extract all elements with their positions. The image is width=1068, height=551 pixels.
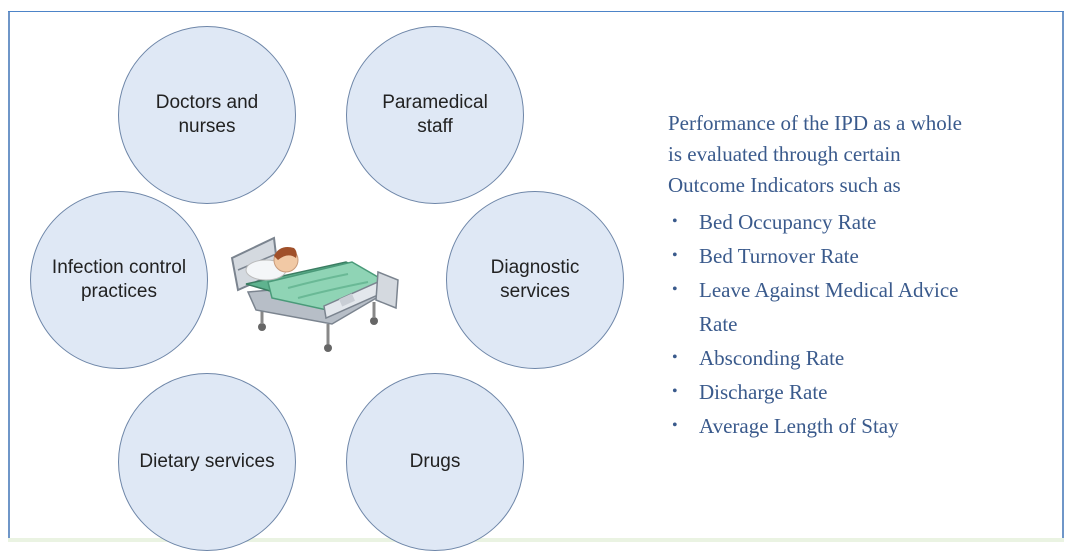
indicator-list: • Bed Occupancy Rate • Bed Turnover Rate •… bbox=[668, 205, 1058, 443]
node-label: Diagnostic services bbox=[479, 256, 592, 304]
bullet-icon: • bbox=[672, 247, 678, 264]
indicator-label: Absconding Rate bbox=[699, 346, 845, 370]
node-label-line: services bbox=[500, 281, 570, 302]
node-label-line: practices bbox=[80, 281, 157, 302]
indicator-item: • Discharge Rate bbox=[668, 375, 1058, 409]
node-label-line: staff bbox=[417, 116, 453, 137]
outcome-indicators-panel: Performance of the IPD as a whole is eva… bbox=[668, 108, 1058, 443]
node-label-line: nurses bbox=[178, 116, 236, 137]
intro-line: is evaluated through certain bbox=[668, 142, 901, 166]
node-label-line: Infection control bbox=[51, 257, 187, 278]
indicator-label: Average Length of Stay bbox=[699, 414, 899, 438]
node-label-line: Doctors and bbox=[155, 92, 259, 113]
node-dietary-services: Dietary services bbox=[118, 373, 296, 551]
node-label-line: Paramedical bbox=[382, 92, 488, 113]
node-infection-control: Infection control practices bbox=[30, 191, 208, 369]
node-paramedical-staff: Paramedical staff bbox=[346, 26, 524, 204]
node-label-line: Drugs bbox=[409, 451, 461, 472]
indicator-item: • Absconding Rate bbox=[668, 341, 1058, 375]
node-label: Paramedical staff bbox=[370, 91, 500, 139]
node-drugs: Drugs bbox=[346, 373, 524, 551]
indicator-label: Discharge Rate bbox=[699, 380, 828, 404]
intro-text: Performance of the IPD as a whole is eva… bbox=[668, 108, 1058, 201]
intro-line: Performance of the IPD as a whole bbox=[668, 111, 962, 135]
bullet-icon: • bbox=[672, 349, 678, 366]
indicator-item: • Bed Turnover Rate bbox=[668, 239, 1058, 273]
indicator-item: • Bed Occupancy Rate bbox=[668, 205, 1058, 239]
bullet-icon: • bbox=[672, 213, 678, 230]
node-label-line: Diagnostic bbox=[490, 257, 580, 278]
bullet-icon: • bbox=[672, 383, 678, 400]
node-label: Dietary services bbox=[127, 450, 286, 474]
indicator-label: Leave Against Medical Advice bbox=[699, 278, 959, 302]
node-label: Doctors and nurses bbox=[144, 91, 270, 139]
node-label: Infection control practices bbox=[40, 256, 198, 304]
bullet-icon: • bbox=[672, 417, 678, 434]
indicator-label: Bed Turnover Rate bbox=[699, 244, 859, 268]
indicator-label: Bed Occupancy Rate bbox=[699, 210, 877, 234]
indicator-label-continued: Rate bbox=[699, 312, 738, 336]
node-label: Drugs bbox=[398, 450, 473, 474]
intro-line: Outcome Indicators such as bbox=[668, 173, 901, 197]
node-doctors-and-nurses: Doctors and nurses bbox=[118, 26, 296, 204]
frame-bottom-bar bbox=[8, 538, 1064, 542]
node-diagnostic-services: Diagnostic services bbox=[446, 191, 624, 369]
hospital-bed-patient-icon bbox=[230, 236, 399, 352]
node-label-line: Dietary services bbox=[139, 451, 275, 472]
bullet-icon: • bbox=[672, 281, 678, 298]
indicator-item: • Average Length of Stay bbox=[668, 409, 1058, 443]
